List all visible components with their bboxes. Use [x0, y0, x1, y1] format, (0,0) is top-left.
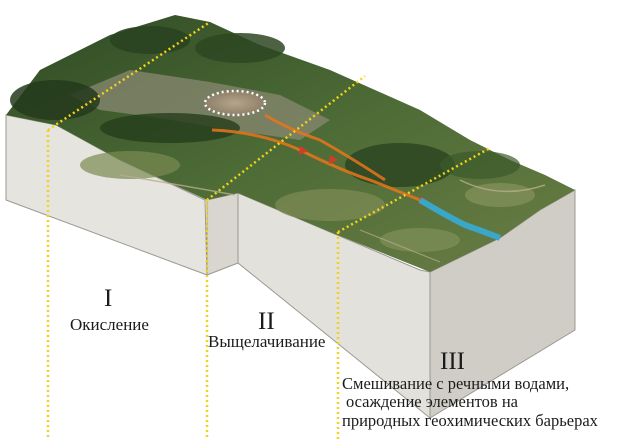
zone-3-label-line-1: Смешивание с речными водами,: [342, 374, 570, 393]
zone-2-numeral: II: [258, 308, 275, 335]
zone-boundaries-vertical: [46, 130, 340, 440]
zone-3-label: Смешивание с речными водами, осаждение э…: [342, 374, 625, 430]
zone-3-numeral: III: [440, 348, 465, 375]
zone-boundaries-top: [47, 20, 491, 234]
zone-3-label-line-2: осаждение элементов на: [346, 392, 518, 412]
zone-1-numeral: I: [104, 285, 113, 312]
block-front-faces: [5, 114, 576, 420]
mine-dump: [203, 89, 267, 117]
zone-2-label: Выщелачивание: [208, 332, 326, 351]
zone-3-label-line-3: природных геохимических барьерах: [342, 410, 598, 430]
river: [418, 197, 502, 241]
zone-1-label: Окисление: [70, 315, 149, 334]
